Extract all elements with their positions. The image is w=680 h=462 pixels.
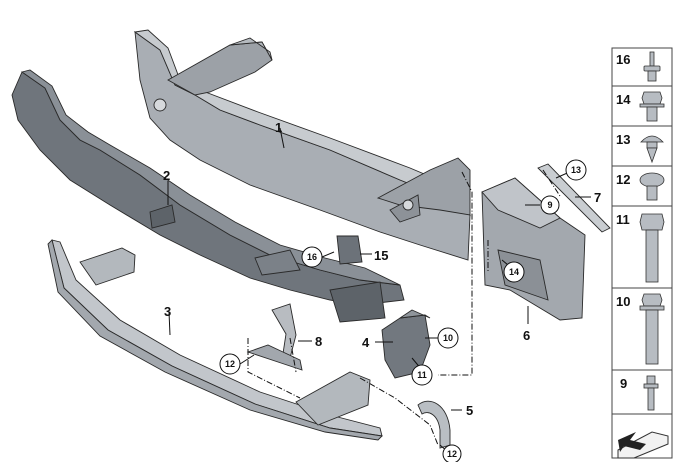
svg-text:13: 13 xyxy=(571,165,581,175)
callout-8: 8 xyxy=(315,334,322,349)
circled-callout-13: 13 xyxy=(565,159,587,181)
pan-head-screw-icon xyxy=(639,172,665,201)
mount-bracket[interactable] xyxy=(381,309,431,379)
energy-absorber[interactable] xyxy=(11,69,405,323)
circled-callout-12-left: 12 xyxy=(219,353,241,375)
rivet-icon xyxy=(643,51,661,82)
legend-label-12: 12 xyxy=(616,172,630,187)
callout-3: 3 xyxy=(164,304,171,319)
svg-text:14: 14 xyxy=(509,267,519,277)
callout-15: 15 xyxy=(374,248,388,263)
legend-label-13: 13 xyxy=(616,132,630,147)
callout-5: 5 xyxy=(466,403,473,418)
circled-callout-16: 16 xyxy=(301,246,323,268)
legend-label-11: 11 xyxy=(616,212,630,227)
circled-callout-14: 14 xyxy=(503,261,525,283)
callout-1: 1 xyxy=(275,120,282,135)
svg-text:10: 10 xyxy=(443,333,453,343)
fastener-legend: 16 14 13 12 11 10 9 xyxy=(611,47,673,459)
round-head-screw-icon xyxy=(640,135,664,164)
small-bracket[interactable] xyxy=(246,303,303,371)
circled-callout-11: 11 xyxy=(411,364,433,386)
callout-7: 7 xyxy=(594,190,601,205)
svg-text:9: 9 xyxy=(547,200,552,210)
assembly-dash-lines xyxy=(247,169,561,446)
legend-label-9: 9 xyxy=(620,376,627,391)
circled-callout-12-bottom: 12 xyxy=(442,444,462,462)
legend-label-14: 14 xyxy=(616,92,631,107)
lower-support-rail[interactable] xyxy=(47,239,383,441)
generic-part-arrow-icon xyxy=(617,431,669,459)
callout-6: 6 xyxy=(523,328,530,343)
circled-callouts: 9 10 11 12 12 13 14 16 xyxy=(219,159,587,462)
callout-labels: 1 2 3 4 5 6 7 8 15 xyxy=(163,120,601,418)
circled-callout-10: 10 xyxy=(437,327,459,349)
svg-text:12: 12 xyxy=(225,359,235,369)
long-hex-bolt-icon xyxy=(639,213,665,283)
bumper-carrier-beam[interactable] xyxy=(133,29,471,261)
callout-2: 2 xyxy=(163,168,170,183)
flange-bolt-icon xyxy=(639,91,665,122)
long-flange-bolt-icon xyxy=(639,293,665,365)
legend-label-10: 10 xyxy=(616,294,630,309)
legend-label-16: 16 xyxy=(616,52,630,67)
trim-strip[interactable] xyxy=(537,163,611,233)
bracket-clip[interactable] xyxy=(417,400,451,449)
svg-text:11: 11 xyxy=(417,370,427,380)
stud-icon xyxy=(643,375,659,411)
svg-text:12: 12 xyxy=(447,449,457,459)
callout-4: 4 xyxy=(362,335,370,350)
circled-callout-9: 9 xyxy=(540,195,560,215)
svg-text:16: 16 xyxy=(307,252,317,262)
clip-part[interactable] xyxy=(336,235,363,265)
